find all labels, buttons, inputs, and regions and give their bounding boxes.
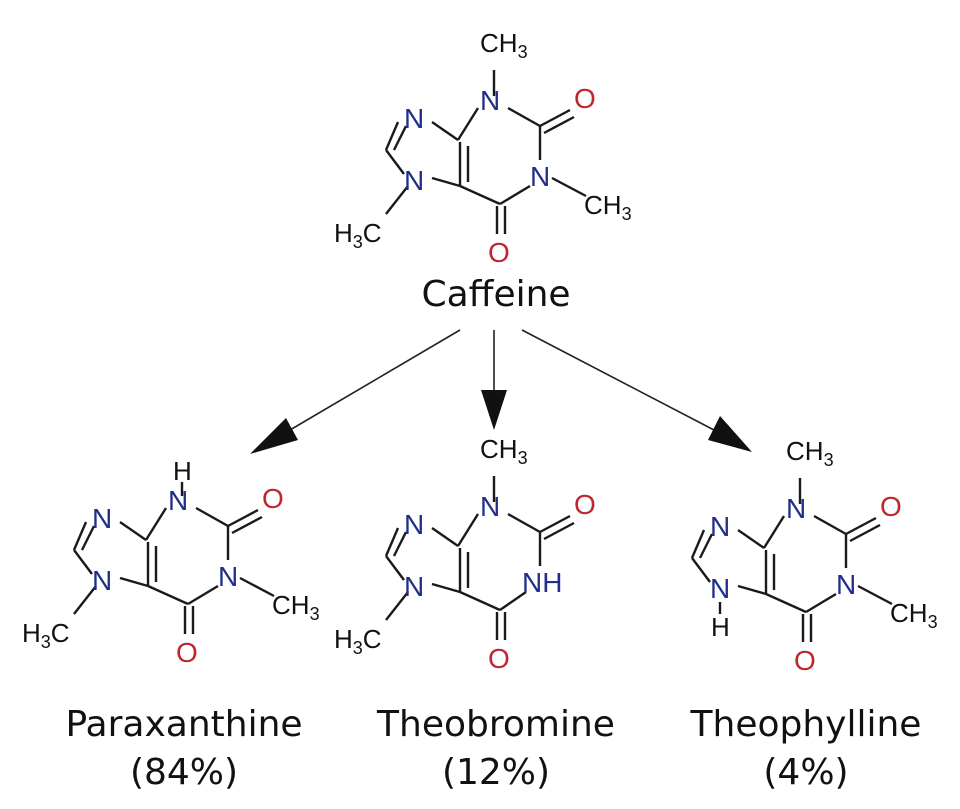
caffeine-ch3-top: CH3 [480,28,528,62]
theophylline-h-bottom: H [711,612,730,642]
caffeine-o-right: O [574,83,596,114]
paraxanthine-n1: N [168,485,188,516]
paraxanthine-h-top: H [173,456,192,486]
caffeine-label: Caffeine [421,274,570,315]
paraxanthine-label: Paraxanthine [65,704,302,745]
theophylline-label: Theophylline [690,704,922,745]
paraxanthine-o-right: O [262,483,284,514]
theophylline-n3: N [836,569,856,600]
paraxanthine-n-imidazole-top: N [92,503,112,534]
theophylline-ch3-top: CH3 [786,436,834,470]
theobromine-share: (12%) [442,752,550,793]
theophylline-n-imidazole-top: N [710,511,730,542]
caffeine-n1: N [480,85,500,116]
arrow-to-paraxanthine [250,418,298,454]
theobromine-structure: CH3 N O N N NH H3C O [334,434,596,674]
theobromine-ch3-top: CH3 [480,434,528,468]
theobromine-nh: NH [522,567,562,598]
paraxanthine-structure: H N O N N N CH3 H3C O [22,456,320,668]
arrow-to-theophylline [708,416,752,452]
caffeine-o-bottom: O [488,237,510,268]
theophylline-n1: N [786,493,806,524]
metabolism-arrows [250,329,752,454]
paraxanthine-h3c: H3C [22,618,70,652]
caffeine-structure: CH3 N O N N N CH3 H3C O [334,28,632,268]
caffeine-n3: N [530,161,550,192]
caffeine-n-imidazole-top: N [404,103,424,134]
theobromine-o-bottom: O [488,643,510,674]
theophylline-n-imidazole-bottom: N [710,573,730,604]
theobromine-n1: N [480,491,500,522]
theobromine-n-imidazole-top: N [404,509,424,540]
theophylline-o-bottom: O [794,645,816,676]
paraxanthine-n-imidazole-bottom: N [92,565,112,596]
paraxanthine-n3: N [218,561,238,592]
caffeine-ch3-right: CH3 [584,190,632,224]
theobromine-h3c: H3C [334,624,382,658]
theophylline-o-right: O [880,491,902,522]
theophylline-share: (4%) [763,752,848,793]
theobromine-n-imidazole-bottom: N [404,571,424,602]
paraxanthine-o-bottom: O [176,637,198,668]
caffeine-h3c: H3C [334,218,382,252]
theobromine-label: Theobromine [376,704,615,745]
theophylline-structure: CH3 N O N N H N CH3 O [690,436,938,676]
paraxanthine-ch3-right: CH3 [272,590,320,624]
arrow-to-theobromine [481,390,507,430]
theophylline-ch3-right: CH3 [890,598,938,632]
caffeine-n-imidazole-bottom: N [404,165,424,196]
theobromine-o-right: O [574,489,596,520]
paraxanthine-share: (84%) [130,752,238,793]
